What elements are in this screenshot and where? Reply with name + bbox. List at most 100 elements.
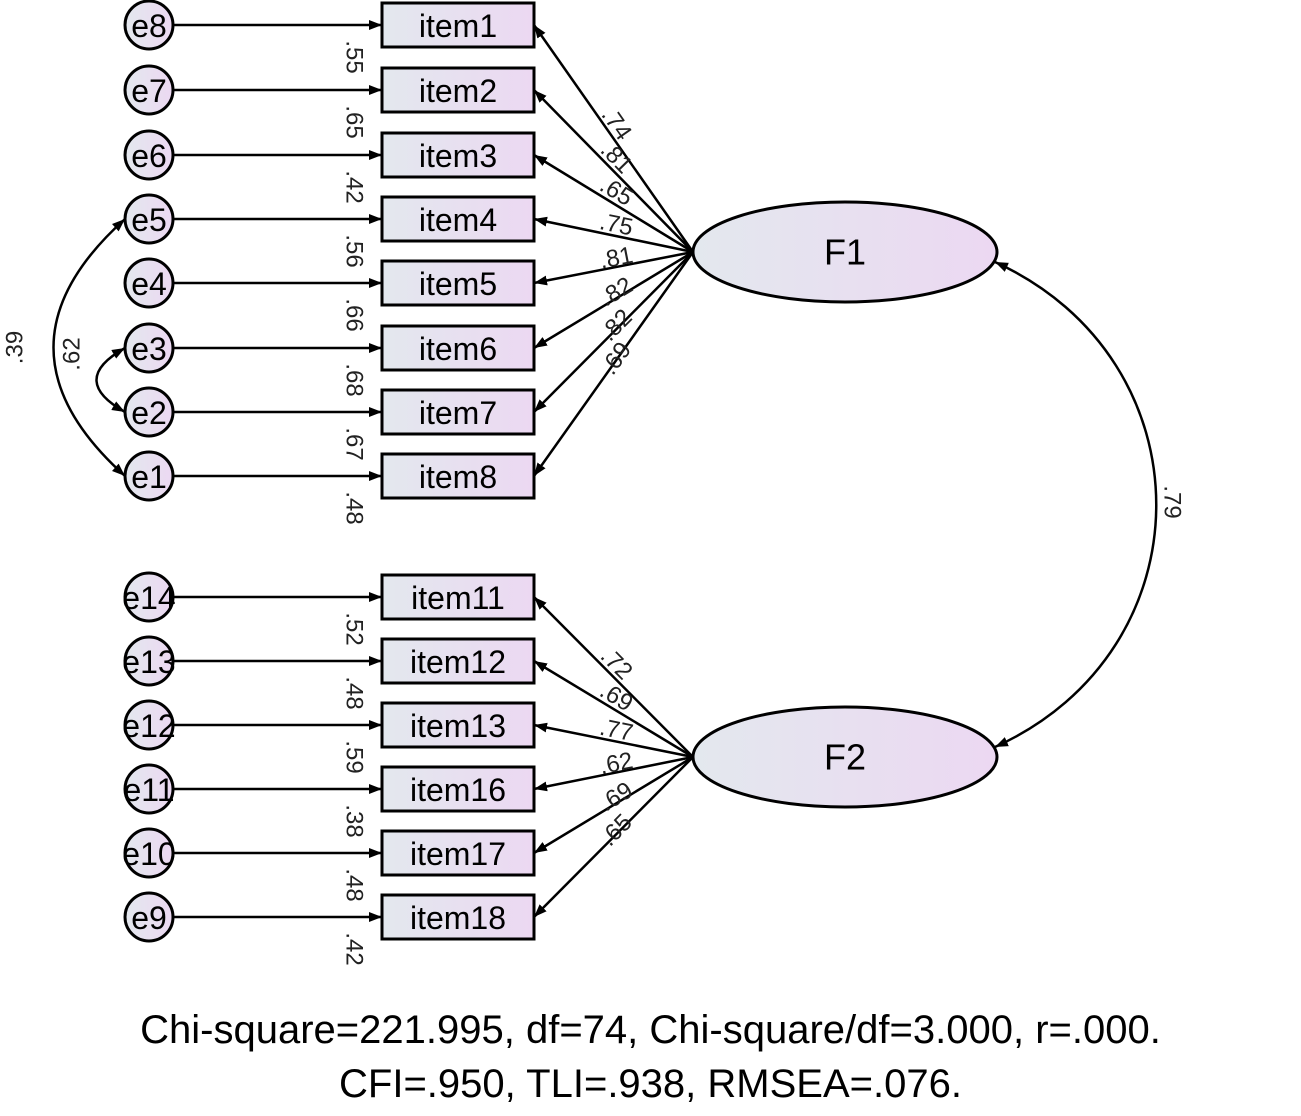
r-square-label-item7: .67	[341, 427, 368, 460]
fit-statistics-line-2: CFI=.950, TLI=.938, RMSEA=.076.	[339, 1062, 962, 1106]
r-square-label-item2: .65	[341, 105, 368, 138]
covariance-e5-e1-arc	[52, 218, 126, 477]
error-e10-circle	[123, 827, 175, 879]
error-e12-label: e12	[122, 708, 175, 744]
loading-label-item16: .62	[597, 747, 635, 780]
error-e6-circle	[123, 129, 175, 181]
error-e7-label: e7	[131, 73, 167, 109]
error-e3-circle	[123, 322, 175, 374]
loading-path-item12	[533, 659, 694, 759]
error-e3-label: e3	[131, 331, 167, 367]
covariance-e3-e2-arc	[95, 346, 126, 414]
indicator-item11-label: item11	[411, 580, 505, 616]
error-e6-label: e6	[131, 138, 167, 174]
indicator-item3-label: item3	[419, 138, 497, 174]
indicator-item5-box	[380, 259, 536, 307]
error-e8-label: e8	[131, 8, 167, 44]
r-square-label-item17: .48	[341, 868, 368, 901]
indicator-item11-box	[380, 573, 536, 621]
error-e11-label: e11	[123, 772, 174, 808]
loading-label-item4: .75	[597, 208, 635, 241]
indicator-item6-box	[380, 324, 536, 372]
indicator-item16-label: item16	[410, 772, 506, 808]
loading-label-item11: .72	[595, 642, 638, 685]
indicator-item4-label: item4	[419, 202, 497, 238]
loading-path-item6	[533, 250, 694, 350]
fit-statistics-line-1: Chi-square=221.995, df=74, Chi-square/df…	[140, 1008, 1161, 1052]
indicator-item2-label: item2	[419, 73, 497, 109]
error-e1-circle	[123, 450, 175, 502]
loading-label-item5: .81	[597, 242, 635, 275]
indicator-item2-box	[380, 66, 536, 114]
loading-path-item7	[533, 251, 694, 413]
indicator-item13-box	[380, 701, 536, 749]
loading-path-item2	[533, 89, 694, 253]
loading-path-item3	[533, 153, 694, 254]
error-e10-label: e10	[122, 836, 175, 872]
loading-path-item11	[533, 596, 694, 758]
error-e14-label: e14	[122, 580, 175, 616]
loading-path-item8	[532, 251, 695, 477]
indicator-item17-label: item17	[410, 836, 506, 872]
error-e13-circle	[123, 635, 175, 687]
r-square-label-item18: .42	[341, 932, 368, 965]
covariance-e3-e2-label: .62	[59, 337, 86, 370]
covariance-f1-f2-arc	[994, 260, 1158, 749]
r-square-label-item16: .38	[341, 804, 368, 837]
r-square-label-item13: .59	[341, 740, 368, 773]
indicator-item13-label: item13	[410, 708, 506, 744]
loading-label-item2: .81	[595, 136, 638, 179]
indicator-item18-label: item18	[410, 900, 506, 936]
loading-label-item12: .69	[595, 677, 638, 717]
error-e9-circle	[123, 891, 175, 943]
error-e2-label: e2	[131, 395, 167, 431]
factor-f1-ellipse	[691, 200, 999, 304]
r-square-label-item8: .48	[341, 491, 368, 524]
error-e7-circle	[123, 64, 175, 116]
error-e2-circle	[123, 386, 175, 438]
loading-path-item13	[533, 722, 694, 759]
error-e9-label: e9	[131, 900, 167, 936]
r-square-label-item6: .68	[341, 363, 368, 396]
indicator-item12-label: item12	[410, 644, 506, 680]
loading-label-item13: .77	[597, 714, 635, 747]
indicator-item4-box	[380, 195, 536, 243]
indicator-item12-box	[380, 637, 536, 685]
factor-f1-label: F1	[824, 232, 866, 273]
indicator-item6-label: item6	[419, 331, 497, 367]
loading-label-item3: .65	[595, 171, 638, 211]
error-e11-circle	[123, 763, 175, 815]
loading-path-item5	[533, 250, 694, 286]
indicator-item1-box	[380, 1, 536, 49]
covariance-e5-e1-label: .39	[2, 331, 29, 364]
indicator-item18-box	[380, 893, 536, 941]
r-square-label-item4: .56	[341, 234, 368, 267]
loading-path-item1	[532, 24, 695, 253]
error-e12-circle	[123, 699, 175, 751]
indicator-item7-box	[380, 388, 536, 436]
indicator-item17-box	[380, 829, 536, 877]
factor-f2-ellipse	[691, 705, 999, 809]
error-e13-label: e13	[122, 644, 175, 680]
r-square-label-item1: .55	[341, 40, 368, 73]
error-e5-circle	[123, 193, 175, 245]
factor-f2-label: F2	[824, 737, 866, 778]
r-square-label-item11: .52	[341, 612, 368, 645]
r-square-label-item5: .66	[341, 298, 368, 331]
error-e5-label: e5	[131, 202, 167, 238]
indicator-item8-label: item8	[419, 459, 497, 495]
indicator-item16-box	[380, 765, 536, 813]
loading-path-item4	[533, 216, 694, 254]
error-e8-circle	[123, 0, 175, 51]
error-e4-label: e4	[131, 266, 167, 302]
indicator-item3-box	[380, 131, 536, 179]
error-e14-circle	[123, 571, 175, 623]
indicator-item7-label: item7	[419, 395, 497, 431]
loading-label-item18: .65	[595, 809, 638, 852]
loading-path-item18	[533, 756, 694, 918]
indicator-item5-label: item5	[419, 266, 497, 302]
indicator-item8-box	[380, 452, 536, 500]
r-square-label-item3: .42	[341, 170, 368, 203]
loading-path-item16	[533, 755, 694, 792]
